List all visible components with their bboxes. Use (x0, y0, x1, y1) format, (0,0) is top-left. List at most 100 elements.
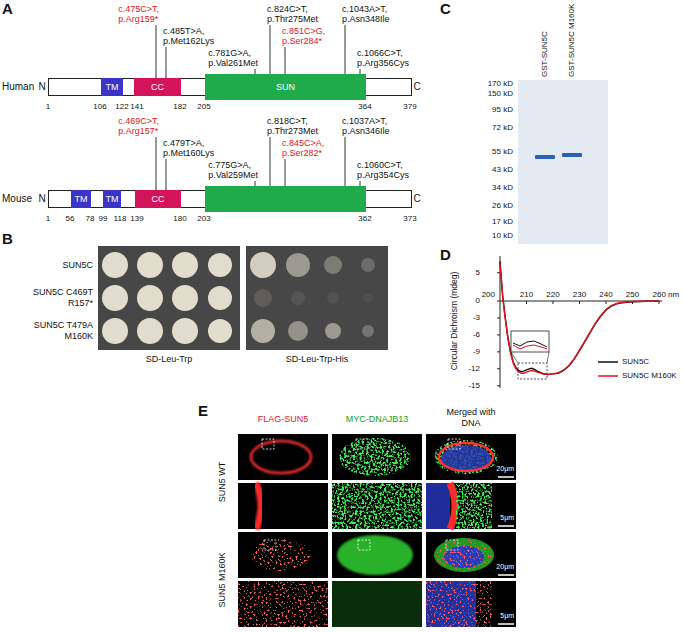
terminus-label: C (413, 81, 420, 93)
marker-size: 170 kD (488, 79, 513, 89)
mutation-label: c.485T>A, p.Met162Lys (163, 26, 214, 46)
figure-shape (98, 246, 240, 350)
leader-line (166, 159, 167, 190)
medium-label: SD-Leu-Trp-His (286, 354, 349, 365)
figure-shape (238, 483, 328, 529)
residue-number: 122 (115, 102, 128, 112)
figure-shape (511, 352, 549, 363)
figure-shape (434, 440, 498, 474)
figure-shape (286, 253, 310, 277)
marker-size: 34 kD (492, 183, 513, 193)
residue-number: 373 (403, 214, 416, 224)
residue-number: 1 (46, 102, 50, 112)
leader-line (345, 25, 346, 74)
legend-label: SUN5C (622, 357, 649, 367)
mutation-label: c.851C>G, p.Ser284* (282, 26, 325, 46)
figure-shape (498, 477, 514, 624)
figure-shape (426, 483, 450, 529)
figure-shape (426, 532, 516, 578)
species-label: Mouse (2, 193, 32, 205)
mutation-label: c.1037A>T, p.Asn346Ile (342, 116, 390, 136)
figure-shape (562, 153, 582, 157)
microscopy-panels (238, 434, 516, 627)
figure-shape (251, 539, 311, 571)
figure-shape (511, 331, 549, 352)
figure-shape (439, 443, 493, 471)
panel-letter: E (198, 402, 208, 420)
residue-number: 139 (130, 214, 143, 224)
residue-number: 99 (99, 214, 108, 224)
figure-shape (332, 581, 422, 627)
axis-tick: -6 (473, 330, 480, 340)
mutation-label: c.1060C>T, p.Arg354Cys (357, 160, 409, 180)
figure-shape (513, 341, 547, 347)
figure-shape (172, 285, 198, 311)
domain-box: SUN (205, 74, 366, 100)
protein-bar: MouseTMTMCC (48, 190, 412, 208)
domain-box (205, 186, 366, 212)
mutation-label: c.775G>A, p.Val259Met (208, 160, 258, 180)
axis-tick: -9 (473, 347, 480, 357)
leader-line (345, 137, 346, 186)
axis-tick: -12 (468, 364, 480, 374)
domain-label: CC (151, 82, 164, 92)
mutation-label: c.475C>T, p.Arg159* (118, 4, 159, 24)
leader-line (285, 47, 286, 74)
figure-shape (137, 318, 163, 344)
figure-shape (332, 581, 422, 627)
residue-number: 182 (173, 102, 186, 112)
scale-bar-label: 5μm (500, 612, 514, 620)
domain-label: TM (75, 194, 88, 204)
figure-shape (256, 483, 261, 529)
channel-label: FLAG-SUN5 (258, 414, 309, 425)
scale-bar-label: 5μm (500, 514, 514, 522)
leader-line (156, 25, 157, 78)
yeast-plates (98, 246, 388, 350)
figure-shape (446, 540, 458, 550)
axis-tick: 240 (599, 290, 612, 300)
lane-label: GST-SUN5C (540, 31, 550, 77)
mutation-label: c.479T>A, p.Met160Lys (163, 138, 214, 158)
figure-shape (254, 289, 272, 307)
scale-bar-label: 20μm (496, 563, 514, 571)
domain-box: TM (103, 190, 121, 208)
figure-shape (513, 345, 547, 349)
figure-shape (598, 375, 618, 377)
domain-box: CC (134, 78, 181, 96)
strain-label: SUN5C (62, 260, 93, 271)
mutation-label: c.469C>T, p.Arg157* (118, 116, 159, 136)
figure-shape (264, 540, 276, 550)
mutation-label: c.845C>A, p.Ser282* (282, 138, 324, 158)
mutation-label: c.1043A>T, p.Asn348Ile (342, 4, 390, 24)
scale-bar-label: 20μm (496, 465, 514, 473)
terminus-label: N (38, 81, 45, 93)
figure-shape (456, 483, 492, 529)
residue-number: 364 (358, 102, 371, 112)
residue-number: 56 (66, 214, 75, 224)
axis-tick: -3 (473, 313, 480, 323)
residue-number: 118 (114, 214, 127, 224)
figure-shape (238, 581, 328, 627)
domain-box: TM (71, 190, 91, 208)
figure-shape (598, 361, 618, 363)
medium-label: SD-Leu-Trp (146, 354, 193, 365)
figure-shape (535, 155, 555, 159)
figure-shape (291, 291, 305, 305)
panel-letter: C (440, 0, 451, 18)
figure-shape (172, 318, 198, 344)
figure-shape (434, 538, 494, 572)
figure-shape (238, 434, 328, 480)
figure-shape (500, 261, 659, 374)
strain-label: SUN5C C469T R157* (23, 287, 93, 309)
figure-shape (500, 261, 659, 374)
figure-shape (262, 439, 460, 550)
strain-label: SUN5C T479A M160K (23, 320, 93, 342)
panel-letter: A (2, 0, 13, 18)
marker-size: 72 kD (492, 123, 513, 133)
figure-shape (325, 323, 341, 339)
figure-shape (238, 532, 328, 578)
terminus-label: C (413, 193, 420, 205)
panel-letter: B (2, 230, 13, 248)
residue-number: 203 (197, 214, 210, 224)
